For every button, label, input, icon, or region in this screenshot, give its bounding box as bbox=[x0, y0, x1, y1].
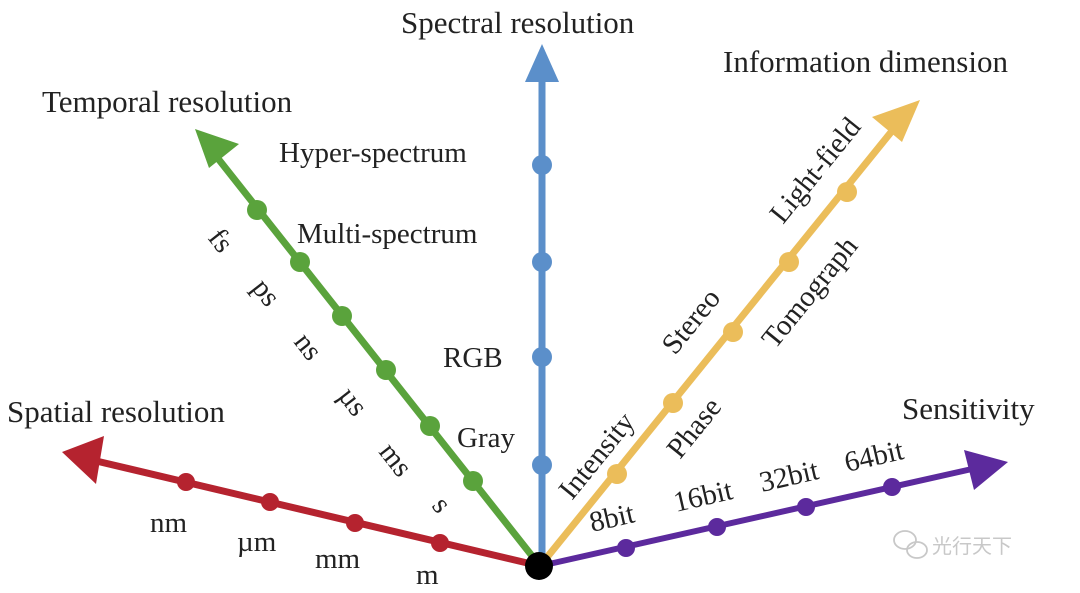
temporal-axis-arrowhead bbox=[195, 129, 239, 168]
temporal-axis bbox=[195, 129, 543, 569]
sensitivity-tick-dot bbox=[883, 478, 901, 496]
temporal-tick-dot bbox=[332, 306, 352, 326]
spatial-tick-label: mm bbox=[315, 543, 361, 575]
spectral-tick-label: Gray bbox=[457, 422, 515, 454]
spatial-tick-label: m bbox=[416, 559, 439, 591]
watermark-text: 光行天下 bbox=[932, 534, 1012, 558]
temporal-tick-label: ps bbox=[245, 273, 286, 313]
spatial-tick-dot bbox=[346, 514, 364, 532]
wechat-icon bbox=[893, 530, 928, 559]
temporal-tick-label: s bbox=[425, 491, 457, 520]
information-axis-title: Information dimension bbox=[723, 44, 1008, 79]
spectral-tick-dot bbox=[532, 252, 552, 272]
information-axis-arrowhead bbox=[872, 100, 920, 142]
sensitivity-axis bbox=[539, 450, 1008, 569]
information-tick-dot bbox=[723, 322, 743, 342]
spatial-tick-label: nm bbox=[150, 507, 188, 539]
spatial-axis-title: Spatial resolution bbox=[7, 394, 225, 429]
information-tick-dot bbox=[837, 182, 857, 202]
watermark: 光行天下 bbox=[893, 530, 1012, 559]
spectral-axis bbox=[525, 44, 559, 566]
information-tick-dot bbox=[607, 464, 627, 484]
spectral-tick-label: Hyper-spectrum bbox=[279, 137, 467, 169]
information-axis bbox=[537, 100, 920, 569]
information-tick-dot bbox=[663, 393, 683, 413]
sensitivity-tick-dot bbox=[708, 518, 726, 536]
temporal-tick-label: µs bbox=[331, 381, 373, 423]
spatial-axis bbox=[62, 436, 541, 570]
information-axis-line bbox=[537, 123, 899, 569]
sensitivity-tick-label: 32bit bbox=[756, 454, 821, 499]
spatial-tick-label: µm bbox=[237, 526, 277, 558]
spatial-tick-dot bbox=[177, 473, 195, 491]
temporal-tick-label: ms bbox=[372, 437, 418, 483]
temporal-tick-dot bbox=[376, 360, 396, 380]
sensitivity-axis-arrowhead bbox=[964, 450, 1008, 490]
spectral-axis-arrowhead bbox=[525, 44, 559, 82]
spatial-tick-dot bbox=[431, 534, 449, 552]
sensitivity-tick-dot bbox=[617, 539, 635, 557]
spatial-axis-line bbox=[91, 456, 541, 570]
temporal-tick-dot bbox=[420, 416, 440, 436]
spectral-tick-label: Multi-spectrum bbox=[297, 218, 478, 250]
spatial-axis-arrowhead bbox=[62, 436, 104, 484]
information-tick-dot bbox=[779, 252, 799, 272]
spectral-axis-title: Spectral resolution bbox=[401, 5, 635, 40]
sensitivity-tick-label: 64bit bbox=[841, 434, 906, 479]
information-tick-label: Light-field bbox=[764, 111, 868, 229]
temporal-tick-label: ns bbox=[287, 327, 328, 367]
spectral-tick-dot bbox=[532, 455, 552, 475]
information-tick-label: Tomograph bbox=[756, 230, 865, 354]
sensitivity-tick-dot bbox=[797, 498, 815, 516]
temporal-tick-label: fs bbox=[201, 223, 239, 259]
temporal-axis-line bbox=[213, 153, 543, 569]
sensitivity-tick-label: 16bit bbox=[670, 474, 735, 519]
temporal-tick-dot bbox=[290, 252, 310, 272]
sensitivity-axis-title: Sensitivity bbox=[902, 391, 1035, 426]
spectral-tick-dot bbox=[532, 155, 552, 175]
spatial-tick-dot bbox=[261, 493, 279, 511]
temporal-axis-title: Temporal resolution bbox=[42, 84, 293, 119]
origin-point bbox=[525, 552, 553, 580]
spectral-tick-label: RGB bbox=[443, 342, 503, 374]
spectral-tick-dot bbox=[532, 347, 552, 367]
temporal-tick-dot bbox=[247, 200, 267, 220]
temporal-tick-dot bbox=[463, 471, 483, 491]
